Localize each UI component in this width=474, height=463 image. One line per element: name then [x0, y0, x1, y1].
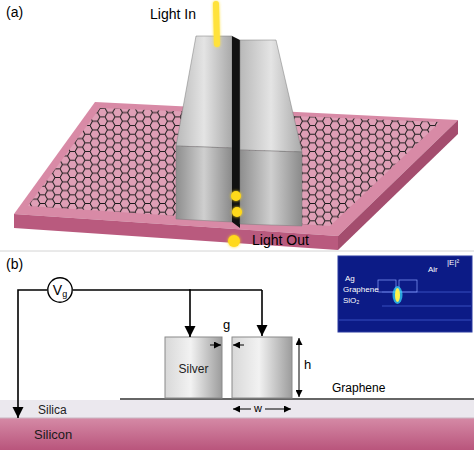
node-label: Silica	[38, 403, 67, 417]
inset-frame	[338, 256, 472, 332]
graphene-label: Graphene	[332, 382, 385, 396]
light-out-label: Light Out	[252, 232, 309, 248]
node-text-group: Silica	[38, 400, 67, 418]
inset-layer	[339, 320, 471, 321]
layer-boundary	[0, 418, 474, 419]
input-beam	[216, 4, 217, 44]
bias-wire	[261, 290, 263, 336]
silicon-substrate: Silicon	[0, 418, 474, 450]
bias-wire	[18, 290, 47, 418]
width-dimension: w	[254, 402, 262, 415]
height-dimension: h	[304, 358, 311, 373]
source-outline	[48, 278, 72, 302]
light-spot	[232, 207, 242, 217]
inset-layer	[382, 306, 471, 307]
inset-label: SiO₂	[343, 296, 359, 305]
silver-block: Silver	[165, 337, 222, 398]
light-beam	[216, 4, 242, 247]
silica-fill	[0, 400, 474, 418]
output-spot	[228, 235, 240, 247]
voltage-source: Vg	[47, 277, 73, 303]
field-inset	[338, 256, 472, 332]
inset-label: |E|²	[447, 258, 459, 267]
node-label: V	[53, 282, 62, 298]
light-in-label: Light In	[150, 6, 196, 22]
field-halo	[393, 286, 403, 304]
node-label: Silver	[178, 362, 208, 376]
subscript-text: g	[62, 289, 67, 299]
node-text-group: Silicon	[34, 425, 72, 443]
silver-top-right	[240, 40, 302, 152]
gap-arrow	[210, 345, 221, 346]
inset-label: Air	[428, 265, 438, 274]
silver-top-left	[176, 36, 232, 148]
bias-wire	[73, 290, 190, 337]
silicon-fill	[0, 418, 474, 450]
slot-gap	[232, 36, 240, 228]
panel-divider	[0, 251, 474, 252]
node-label: Silicon	[34, 427, 72, 442]
silver-block-right	[232, 337, 292, 398]
width-arrow	[265, 409, 291, 410]
silver-front-right	[240, 150, 302, 226]
silver-slot-3d	[176, 36, 302, 228]
panel-label: (a)	[6, 4, 23, 20]
bias-wire	[189, 289, 262, 291]
silver-block-left	[165, 337, 222, 398]
silver-front-left	[176, 146, 232, 222]
node-text-group: Silver	[178, 359, 208, 377]
node-text-group: Vg	[53, 281, 67, 300]
gap-arrow	[233, 345, 244, 346]
panel-label: (b)	[6, 256, 23, 272]
width-arrow	[233, 409, 251, 410]
inset-label: Ag	[345, 274, 355, 283]
field-hotspot	[395, 288, 400, 302]
silica-layer: Silica	[0, 398, 474, 420]
gap-dimension: g	[223, 318, 230, 333]
height-arrow	[299, 338, 300, 397]
inset-label: Graphene	[343, 285, 379, 294]
light-spot	[231, 191, 241, 201]
